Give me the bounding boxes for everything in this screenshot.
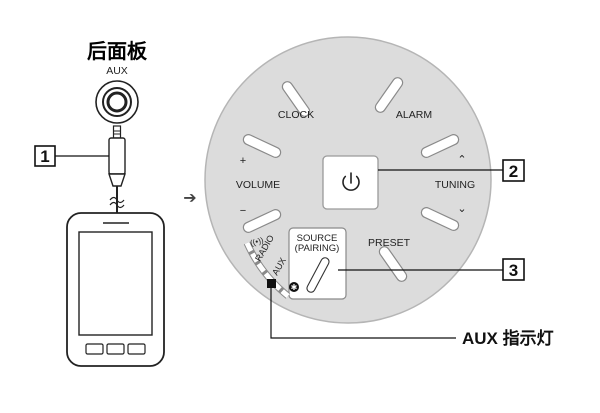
volume-minus-icon: − [240, 205, 246, 217]
rear-panel-title: 后面板 [87, 39, 148, 63]
bluetooth-icon-bg [289, 282, 299, 292]
tuning-up-button[interactable] [420, 133, 460, 159]
aux-indicator-callout: AUX 指示灯 [462, 328, 554, 348]
volume-plus-button[interactable] [242, 133, 282, 159]
speaker-device: CLOCK ALARM VOLUME TUNING PRESET + − ⌃ ⌄… [204, 36, 492, 324]
power-icon [342, 172, 360, 191]
tuning-down-button[interactable] [420, 206, 460, 232]
aux-port-label: AUX [106, 65, 128, 77]
alarm-button[interactable] [373, 76, 404, 115]
radio-station-icon: ((•)) [249, 235, 265, 247]
source-slider[interactable] [306, 256, 331, 293]
callout-2-box [502, 159, 525, 182]
tuning-up-icon: ⌃ [457, 154, 466, 166]
direction-arrow-icon: ➔ [183, 190, 196, 207]
bluetooth-icon: ✱ [291, 283, 298, 292]
callout-3-box [502, 258, 525, 281]
phone-button-right [127, 343, 146, 355]
preset-button[interactable] [377, 245, 408, 284]
volume-plus-icon: + [240, 155, 246, 167]
volume-label: VOLUME [236, 179, 280, 191]
tuning-label: TUNING [435, 179, 475, 191]
callout-2-label: 2 [509, 162, 518, 181]
pairing-label: (PAIRING) [295, 243, 340, 254]
volume-minus-button[interactable] [242, 208, 282, 234]
source-button[interactable] [288, 227, 347, 300]
clock-button[interactable] [280, 80, 311, 119]
aux-indicator-leader [270, 287, 456, 339]
alarm-label: ALARM [396, 109, 432, 121]
aux-indicator-lamp [267, 279, 276, 288]
phone-button-left [85, 343, 104, 355]
callout-1-label: 1 [40, 147, 49, 166]
tuning-down-icon: ⌄ [457, 203, 466, 215]
audio-cable [108, 125, 126, 230]
smartphone [66, 212, 165, 367]
clock-label: CLOCK [278, 109, 314, 121]
preset-label: PRESET [368, 237, 411, 249]
source-indicator-strip [243, 241, 291, 299]
source-label: SOURCE [297, 233, 338, 244]
callout-3-label: 3 [509, 261, 518, 280]
aux-jack-icon [95, 80, 139, 124]
phone-button-center [106, 343, 125, 355]
